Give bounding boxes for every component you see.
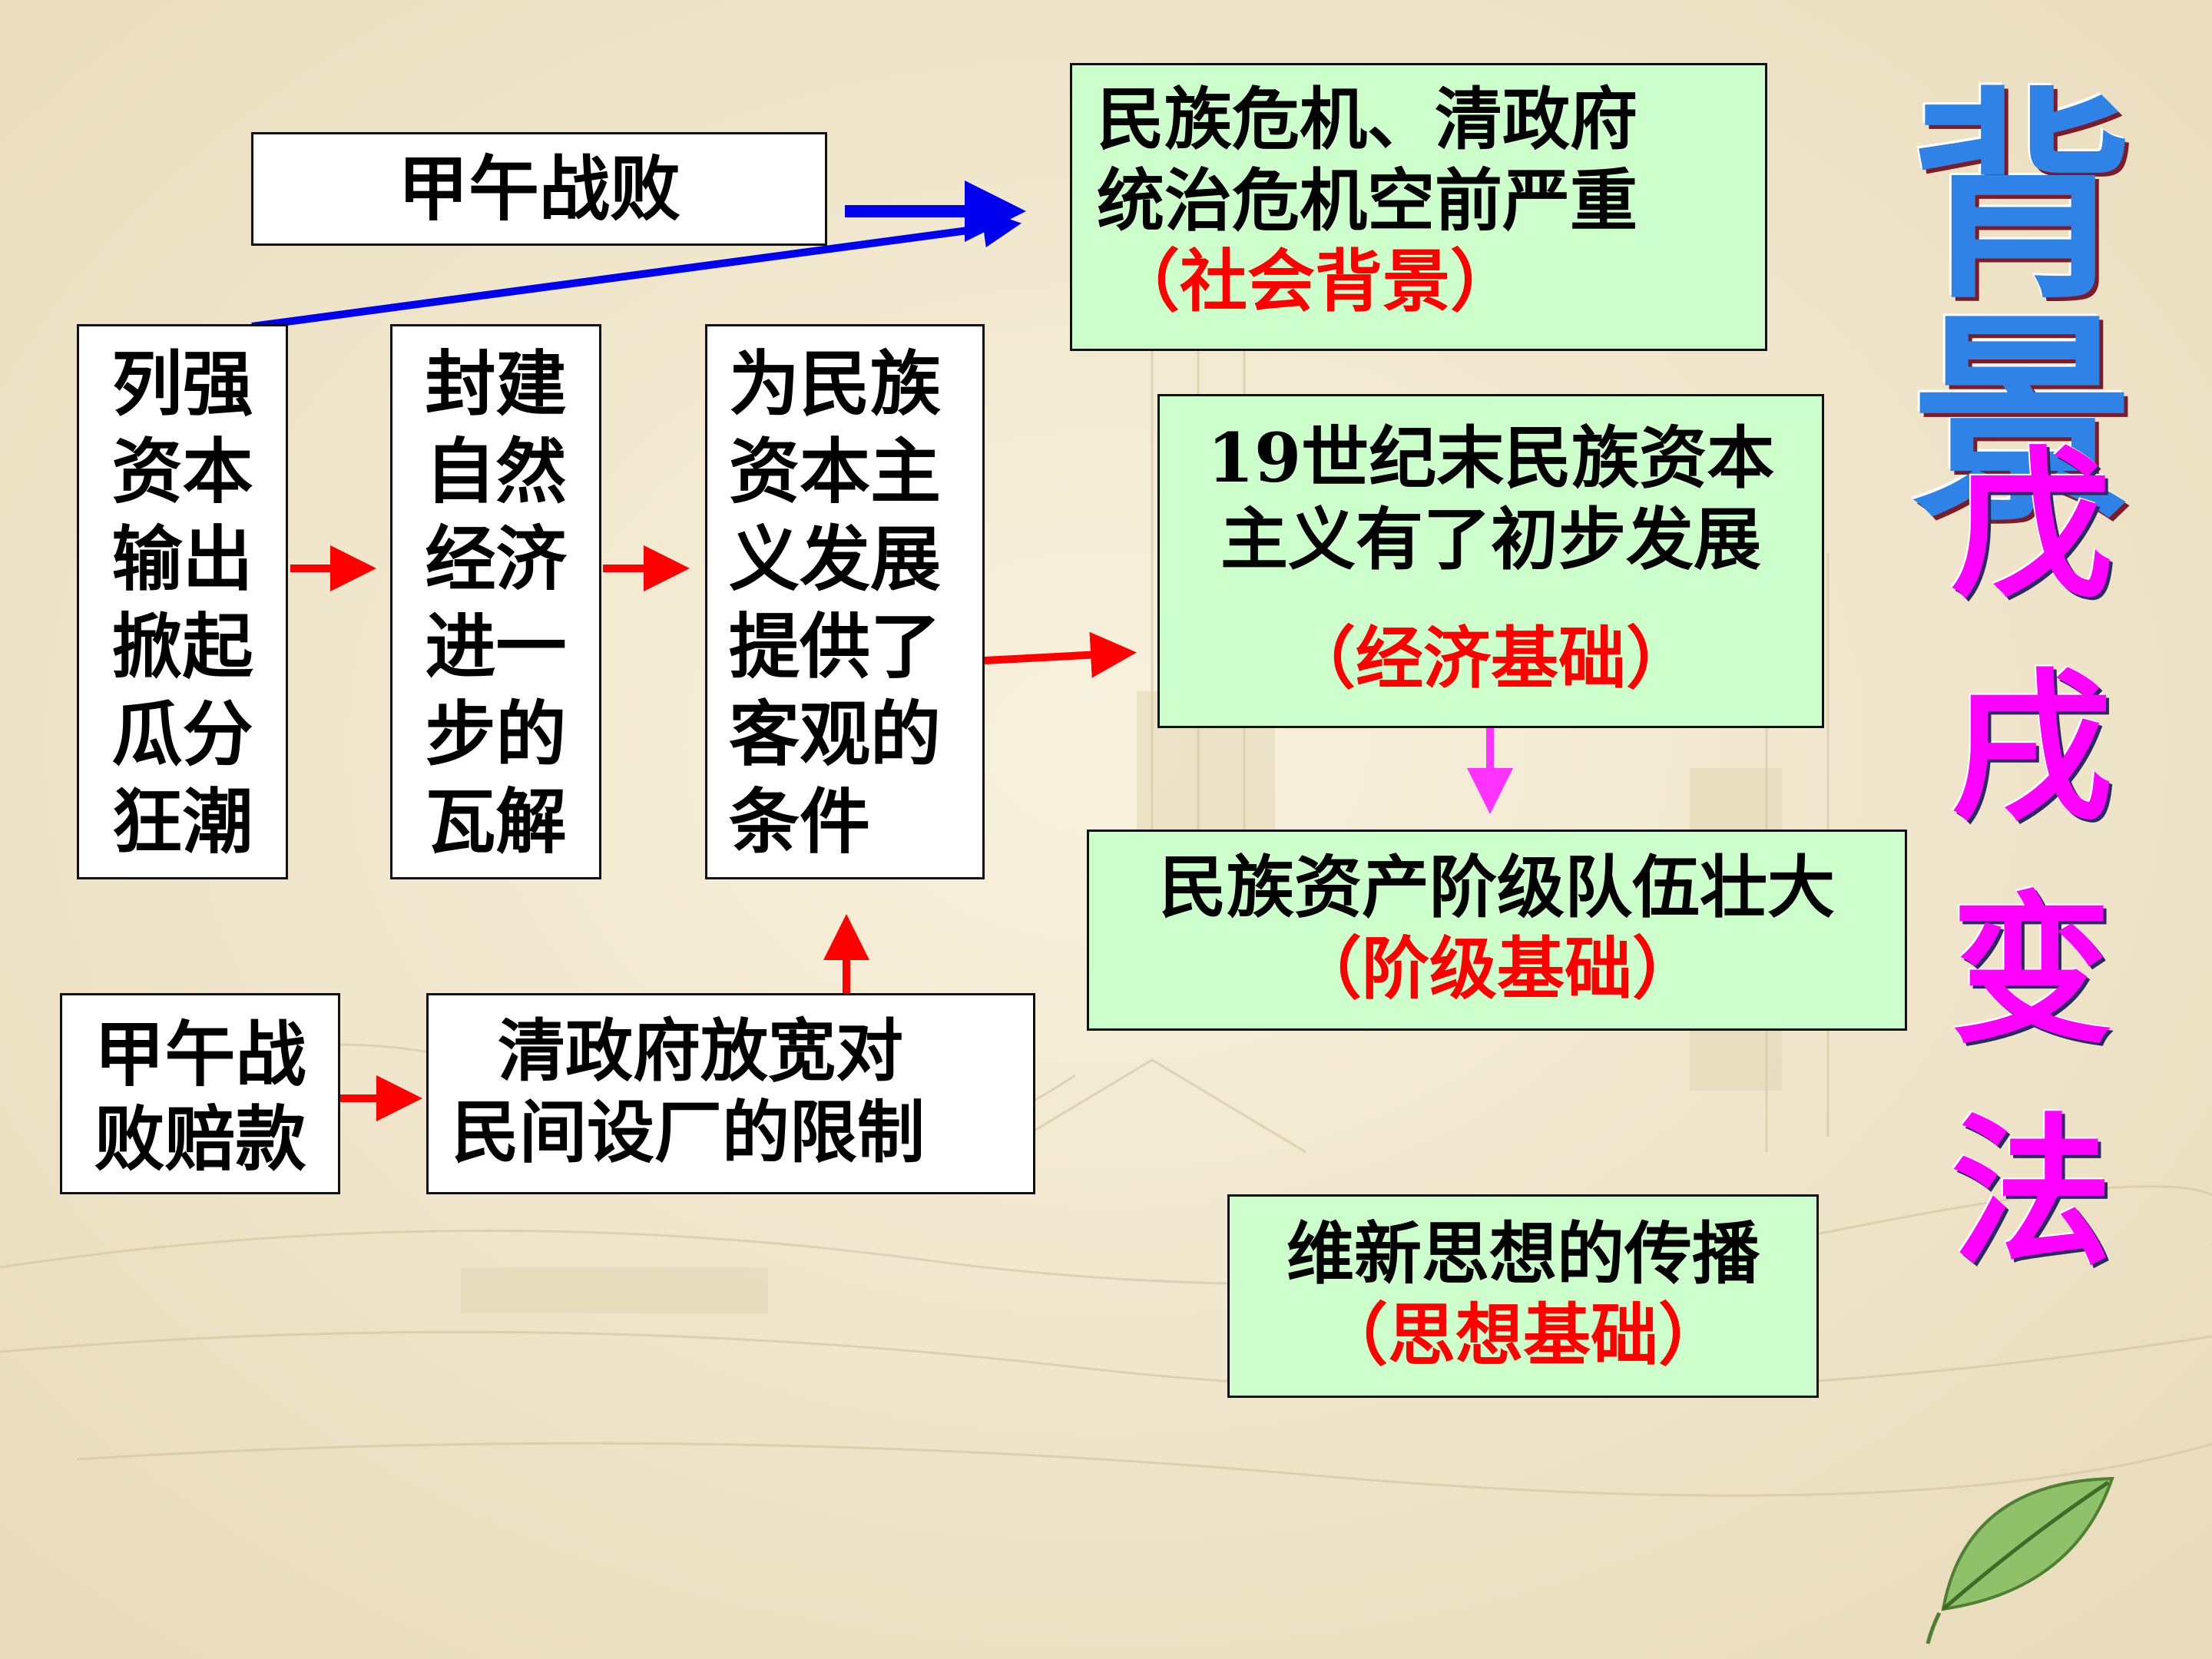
bourgeoisie-box: 民族资产阶级队伍壮大 （阶级基础） bbox=[1087, 830, 1907, 1031]
relax-restrictions-box: 清政府放宽对 民间设厂的限制 bbox=[426, 993, 1035, 1194]
powers-line: 瓜分 bbox=[111, 693, 253, 777]
conditions-line: 提供了 bbox=[729, 605, 942, 689]
ideas-tag: （思想基础） bbox=[1320, 1294, 1726, 1375]
feudal-line: 步的 bbox=[425, 693, 567, 777]
conditions-line: 资本主 bbox=[729, 430, 942, 514]
reform-ideas-box: 维新思想的传播 （思想基础） bbox=[1227, 1194, 1819, 1398]
feudal-line: 瓦解 bbox=[425, 780, 567, 864]
powers-line: 列强 bbox=[111, 343, 253, 426]
capitalism-development-box: 19世纪末民族资本 主义有了初步发展 （经济基础） bbox=[1157, 394, 1824, 728]
conditions-line: 为民族 bbox=[729, 343, 942, 426]
title-char: 法 bbox=[1950, 1099, 2112, 1288]
capitalism-line-1: 19世纪末民族资本 bbox=[1207, 418, 1775, 498]
powers-line: 资本 bbox=[111, 430, 253, 514]
objective-conditions-box: 为民族 资本主 义发展 提供了 客观的 条件 bbox=[705, 324, 985, 879]
jiawu-defeat-label: 甲午战败 bbox=[397, 147, 680, 230]
bourgeoisie-line-1: 民族资产阶级队伍壮大 bbox=[1158, 847, 1835, 927]
crisis-box: 民族危机、清政府 统治危机空前严重 （社会背景） bbox=[1070, 63, 1767, 351]
relax-line-1: 清政府放宽对 bbox=[498, 1011, 904, 1091]
indemnity-line: 败赔款 bbox=[94, 1098, 306, 1181]
title-char: 变 bbox=[1950, 876, 2112, 1065]
conditions-line: 客观的 bbox=[729, 693, 942, 777]
powers-line: 狂潮 bbox=[111, 780, 253, 864]
powers-line: 输出 bbox=[111, 518, 253, 601]
arrow-powers-to-crisis bbox=[251, 209, 1022, 330]
powers-line: 掀起 bbox=[111, 605, 253, 689]
title-char: 戌 bbox=[1950, 654, 2112, 843]
indemnity-box: 甲午战 败赔款 bbox=[60, 993, 340, 1194]
crisis-line-1: 民族危机、清政府 bbox=[1097, 79, 1638, 159]
bourgeoisie-tag: （阶级基础） bbox=[1293, 928, 1700, 1008]
jiawu-defeat-box: 甲午战败 bbox=[251, 132, 827, 246]
wuxu-reform-title: 戊 戌 变 法 bbox=[1936, 415, 2128, 1305]
feudal-line: 封建 bbox=[425, 343, 567, 426]
conditions-line: 条件 bbox=[729, 780, 871, 864]
feudal-line: 自然 bbox=[425, 430, 567, 514]
indemnity-line: 甲午战 bbox=[94, 1013, 306, 1096]
feudal-economy-box: 封建 自然 经济 进一 步的 瓦解 bbox=[390, 324, 601, 879]
feudal-line: 经济 bbox=[425, 518, 567, 601]
background-heading: 背景 bbox=[1911, 70, 2134, 551]
relax-line-2: 民间设厂的限制 bbox=[452, 1091, 926, 1172]
title-char: 戊 bbox=[1950, 432, 2112, 620]
crisis-line-2: 统治危机空前严重 bbox=[1097, 160, 1638, 240]
crisis-tag: （社会背景） bbox=[1112, 241, 1518, 322]
feudal-line: 进一 bbox=[425, 605, 567, 689]
arrow-conditions-to-capitalism bbox=[984, 631, 1137, 678]
capitalism-tag: （经济基础） bbox=[1287, 618, 1694, 699]
capitalism-line-2: 主义有了初步发展 bbox=[1220, 498, 1761, 579]
powers-box: 列强 资本 输出 掀起 瓜分 狂潮 bbox=[77, 324, 288, 879]
conditions-line: 义发展 bbox=[729, 518, 942, 601]
ideas-line-1: 维新思想的传播 bbox=[1286, 1214, 1760, 1293]
